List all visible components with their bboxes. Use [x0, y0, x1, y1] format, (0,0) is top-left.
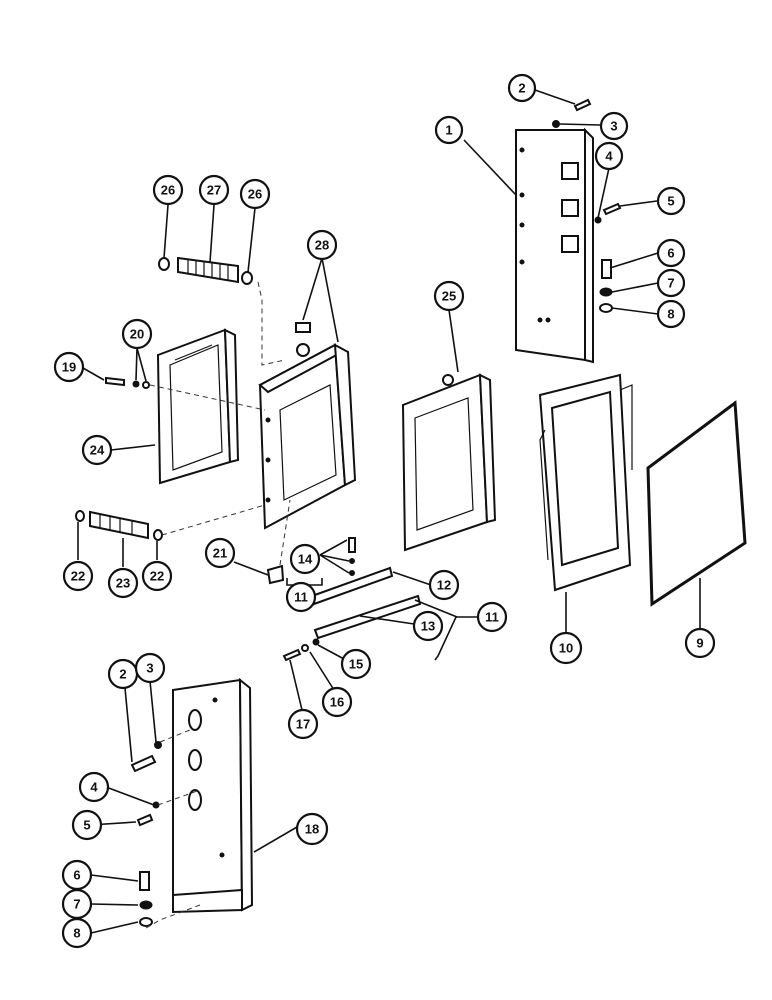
svg-text:17: 17: [296, 717, 310, 732]
callout-8-upper: 8: [656, 299, 686, 329]
svg-text:19: 19: [62, 360, 76, 375]
callout-27: 27: [198, 174, 230, 206]
callout-5-upper: 5: [656, 186, 686, 216]
svg-text:22: 22: [71, 569, 85, 584]
callout-18: 18: [295, 812, 329, 846]
assembly-lines: [145, 281, 291, 929]
callout-7-upper: 7: [656, 268, 686, 298]
callout-28: 28: [306, 229, 338, 261]
svg-text:8: 8: [73, 926, 80, 941]
svg-text:23: 23: [116, 576, 130, 591]
svg-text:8: 8: [667, 307, 674, 322]
frame-shroud: [538, 373, 633, 592]
callout-26-right: 26: [239, 178, 271, 210]
svg-text:5: 5: [83, 818, 90, 833]
radiator-core-rear: [401, 373, 497, 552]
callout-15: 15: [340, 648, 372, 680]
svg-text:13: 13: [421, 619, 435, 634]
callout-4-upper: 4: [594, 141, 624, 171]
svg-text:9: 9: [696, 636, 703, 651]
leader-lines: [77, 89, 701, 934]
support-bracket-right: [515, 127, 594, 364]
callout-21: 21: [204, 537, 236, 569]
callout-13: 13: [412, 610, 444, 642]
svg-text:3: 3: [146, 661, 153, 676]
callout-11-right: 11: [476, 601, 508, 633]
svg-text:6: 6: [667, 246, 674, 261]
callout-14: 14: [289, 543, 321, 575]
callout-22-right: 22: [141, 560, 173, 592]
hose-lower: [75, 510, 163, 541]
svg-text:2: 2: [119, 667, 126, 682]
svg-text:11: 11: [485, 610, 499, 625]
callout-26-left: 26: [152, 174, 184, 206]
callout-2-upper: 2: [507, 73, 537, 103]
svg-text:12: 12: [437, 578, 451, 593]
callout-24: 24: [81, 434, 113, 466]
svg-text:2: 2: [518, 81, 525, 96]
callout-6-lower: 6: [61, 859, 93, 891]
callout-20: 20: [121, 318, 153, 350]
svg-text:14: 14: [298, 552, 313, 567]
svg-text:7: 7: [667, 276, 674, 291]
callout-11-left: 11: [285, 581, 317, 613]
bolt-washer-fan-shroud: [105, 376, 150, 389]
svg-text:26: 26: [161, 183, 175, 198]
svg-text:25: 25: [442, 289, 456, 304]
svg-text:5: 5: [667, 194, 674, 209]
svg-text:20: 20: [130, 327, 144, 342]
callout-16: 16: [321, 686, 353, 718]
svg-text:27: 27: [207, 183, 221, 198]
svg-text:3: 3: [610, 119, 617, 134]
svg-text:26: 26: [248, 187, 262, 202]
bolt-lower-left-hardware: [130, 741, 162, 927]
svg-text:16: 16: [330, 695, 344, 710]
callout-23: 23: [107, 567, 139, 599]
callout-10: 10: [549, 631, 583, 665]
callout-1: 1: [434, 115, 464, 145]
svg-text:11: 11: [294, 590, 308, 605]
svg-text:28: 28: [315, 238, 329, 253]
svg-text:18: 18: [305, 822, 319, 837]
callout-7-lower: 7: [61, 888, 93, 920]
callout-2-lower: 2: [107, 658, 139, 690]
screen-panel: [646, 400, 747, 607]
svg-text:7: 7: [73, 897, 80, 912]
callout-19: 19: [53, 351, 85, 383]
svg-text:4: 4: [605, 149, 613, 164]
svg-text:15: 15: [349, 657, 363, 672]
callout-5-lower: 5: [71, 809, 103, 841]
support-bracket-left: [172, 677, 254, 914]
svg-text:10: 10: [559, 641, 573, 656]
callout-25: 25: [433, 280, 465, 312]
callout-3-upper: 3: [599, 111, 629, 141]
hose-upper: [158, 256, 253, 285]
callout-12: 12: [428, 569, 460, 601]
svg-text:1: 1: [445, 123, 452, 138]
svg-text:6: 6: [73, 868, 80, 883]
callout-17: 17: [287, 708, 319, 740]
callout-4-lower: 4: [78, 771, 110, 803]
svg-text:21: 21: [213, 546, 227, 561]
svg-text:4: 4: [90, 780, 98, 795]
svg-text:22: 22: [150, 569, 164, 584]
svg-text:24: 24: [90, 443, 105, 458]
callout-9: 9: [684, 627, 716, 659]
callout-6-upper: 6: [656, 238, 686, 268]
clip-bracket: [266, 564, 285, 585]
callout-3-lower: 3: [134, 652, 166, 684]
callout-8-lower: 8: [61, 917, 93, 949]
radiator-main: [258, 322, 357, 530]
callout-22-left: 22: [62, 560, 94, 592]
fan-shroud: [156, 328, 240, 485]
